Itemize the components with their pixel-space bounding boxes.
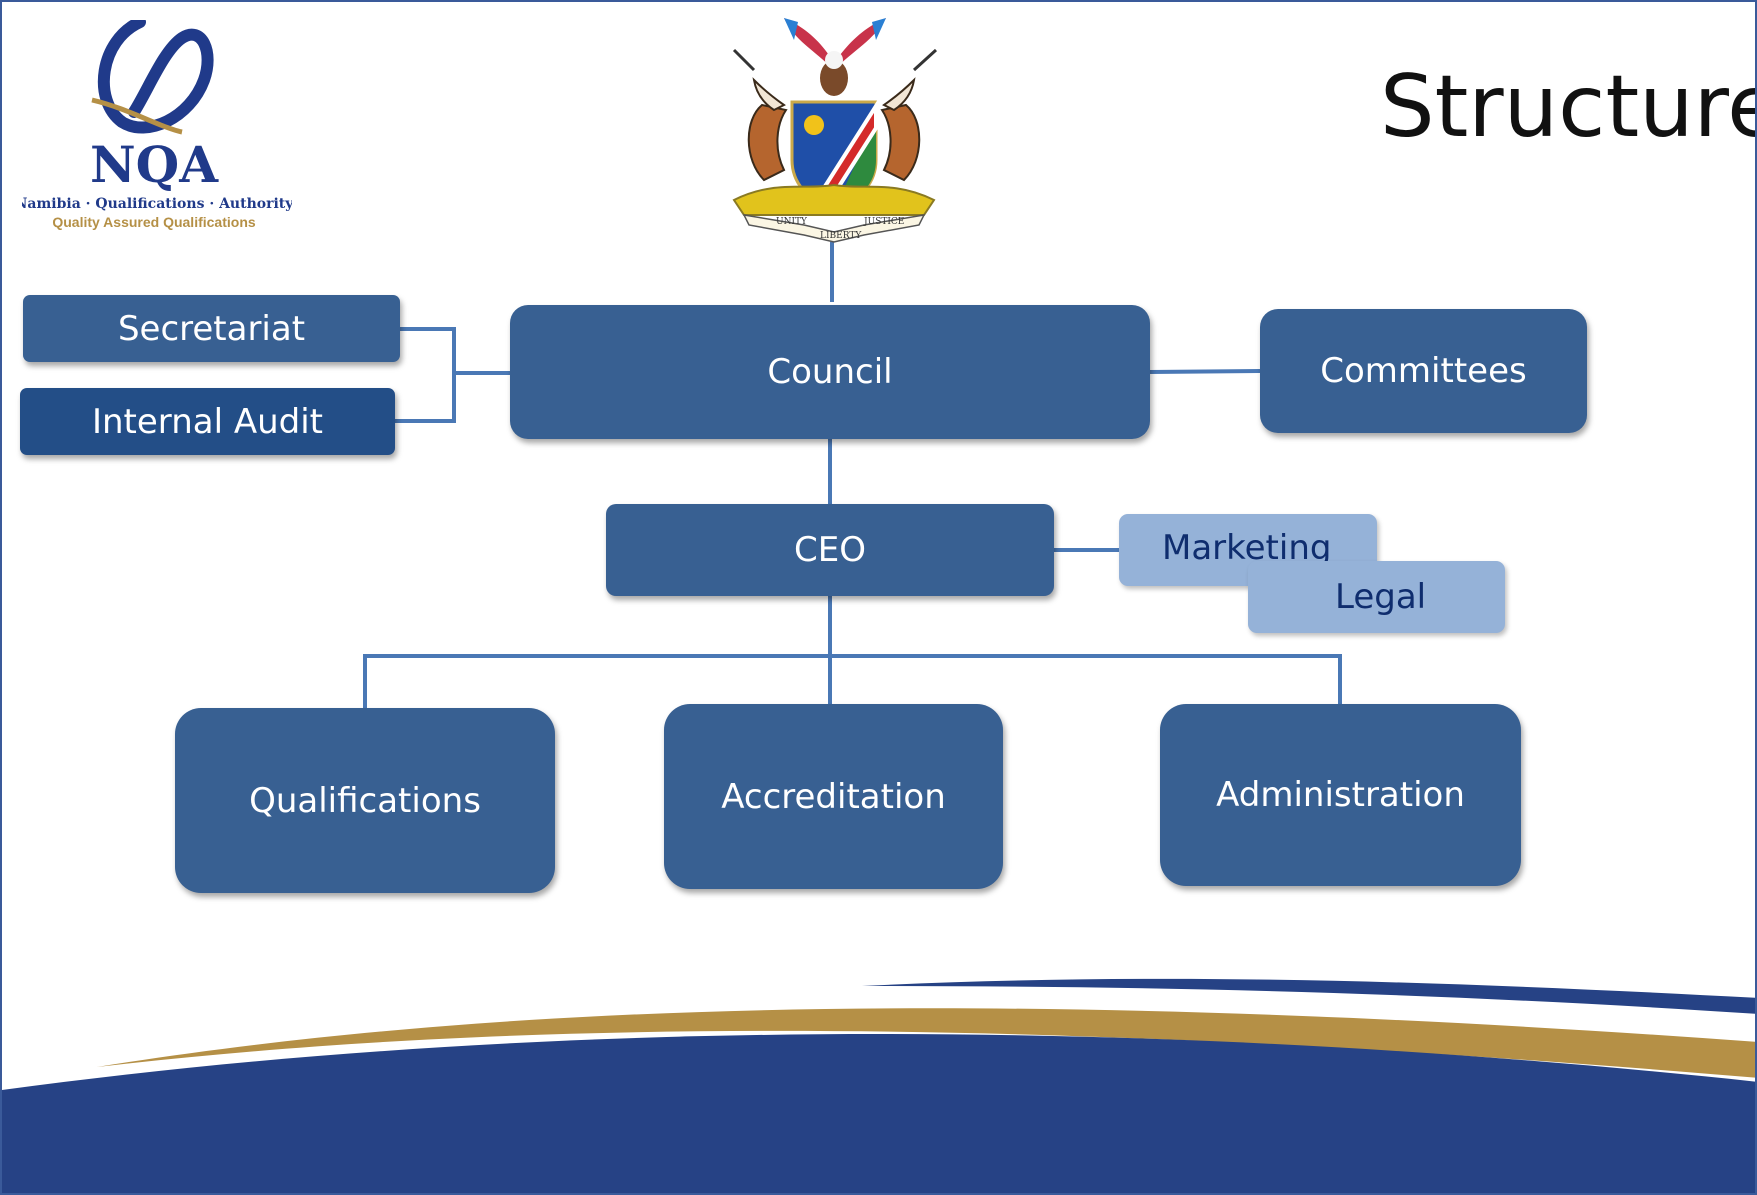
legal-box: Legal xyxy=(1248,561,1505,633)
internal-audit-box: Internal Audit xyxy=(20,388,395,455)
motto-unity: UNITY xyxy=(776,217,808,227)
ceo-box: CEO xyxy=(606,504,1054,596)
division-box: Accreditation xyxy=(664,704,1003,889)
slide-title: Structure xyxy=(1380,57,1757,157)
nqa-tagline: Quality Assured Qualifications xyxy=(52,214,256,230)
committees-label: Committees xyxy=(1320,351,1527,391)
council-box: Council xyxy=(510,305,1150,439)
council-label: Council xyxy=(767,352,893,392)
secretariat-label: Secretariat xyxy=(117,308,306,349)
secretariat-box: Secretariat xyxy=(23,295,400,362)
committees-box: Committees xyxy=(1260,309,1587,433)
nqa-q-emblem-icon xyxy=(91,20,214,135)
internal-audit-label: Internal Audit xyxy=(91,401,323,442)
division-label: Qualifications xyxy=(249,780,481,821)
division-label: Accreditation xyxy=(721,776,946,817)
division-label: Administration xyxy=(1216,775,1465,815)
nqa-letters: NQA xyxy=(90,135,219,194)
nqa-logo: NQA Namibia · Qualifications · Authority… xyxy=(22,20,292,230)
ceo-label: CEO xyxy=(794,530,866,570)
division-box: Administration xyxy=(1160,704,1521,886)
motto-justice: JUSTICE xyxy=(863,217,904,227)
nqa-full-name: Namibia · Qualifications · Authority xyxy=(22,196,292,212)
legal-label: Legal xyxy=(1335,577,1427,617)
motto-liberty: LIBERTY xyxy=(820,231,862,241)
division-box: Qualifications xyxy=(175,708,555,893)
coat-of-arms-icon: UNITY LIBERTY JUSTICE xyxy=(732,18,938,243)
